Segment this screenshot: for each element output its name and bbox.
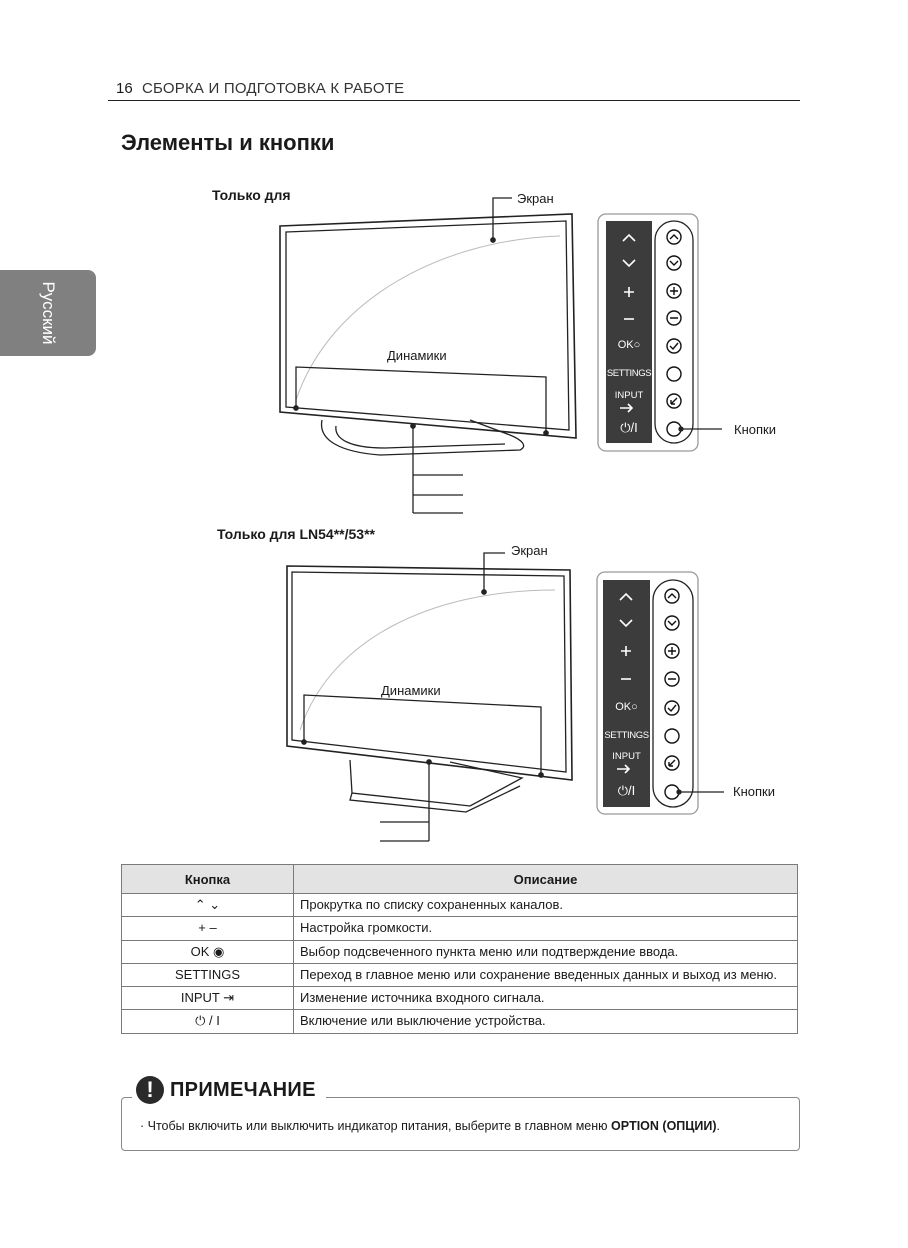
tv-diagrams [279, 197, 724, 842]
table-row: OK ◉ Выбор подсвеченного пункта меню или… [121, 939, 798, 964]
description-cell: Настройка громкости. [293, 916, 798, 941]
note-text-option: OPTION (ОПЦИИ) [611, 1119, 717, 1133]
panel2-input-label: INPUT [612, 751, 641, 762]
button-cell: ⏻ / I [121, 1009, 294, 1034]
page-title: Элементы и кнопки [121, 130, 335, 155]
panel1-glyphs [620, 233, 636, 413]
panel2-input-icon [617, 764, 631, 774]
col-description-header: Описание [293, 864, 798, 894]
table-row: + – Настройка громкости. [121, 916, 798, 941]
panel2-glyphs [617, 592, 633, 774]
diagram2-buttons-label: Кнопки [733, 784, 775, 799]
button-panel-2 [596, 571, 724, 815]
panel2-power-label: ⏻/I [617, 783, 636, 798]
exclamation-icon: ! [136, 1076, 164, 1104]
panel1-input-icon [620, 403, 634, 413]
header-divider [108, 100, 800, 101]
table-row: ⏻ / I Включение или выключение устройств… [121, 1009, 798, 1034]
table-row: INPUT ⇥ Изменение источника входного сиг… [121, 985, 798, 1011]
table-row: SETTINGS Переход в главное меню или сохр… [121, 962, 798, 988]
description-cell: Прокрутка по списку сохраненных каналов. [293, 892, 798, 918]
diagram2-caption: Только для LN54**/53** [217, 526, 375, 542]
note-header: ! ПРИМЕЧАНИЕ [132, 1076, 326, 1104]
description-cell: Выбор подсвеченного пункта меню или подт… [293, 939, 798, 964]
button-cell: OK ◉ [121, 939, 294, 964]
panel2-down-icon [619, 619, 633, 628]
note-box [121, 1097, 800, 1151]
diagram1-caption: Только для [212, 187, 291, 203]
panel2-ok-label: OK○ [615, 701, 638, 713]
language-tab: Русский [0, 270, 96, 356]
diagram2-screen-label: Экран [511, 543, 548, 558]
note-text-end: . [716, 1119, 721, 1133]
button-cell: ⌃ ⌄ [121, 892, 294, 918]
panel1-input-label: INPUT [614, 390, 644, 401]
diagram2-speakers-label: Динамики [381, 683, 441, 698]
panel2-up-icon [619, 592, 633, 601]
button-cell: SETTINGS [121, 962, 294, 988]
button-cell: + – [121, 916, 294, 941]
note-text: · Чтобы включить или выключить индикатор… [140, 1119, 720, 1133]
note-text-start: · Чтобы включить или выключить индикатор… [140, 1119, 612, 1133]
panel2-plus-icon [621, 646, 631, 656]
panel1-ok-label: OK○ [617, 339, 641, 351]
note-title: ПРИМЕЧАНИЕ [170, 1078, 316, 1101]
panel1-down-icon [622, 259, 636, 268]
col-button-header: Кнопка [121, 864, 294, 894]
panel1-power-label: ⏻/I [620, 420, 638, 435]
panel1-settings-label: SETTINGS [606, 368, 652, 379]
table-row: ⌃ ⌄ Прокрутка по списку сохраненных кана… [121, 892, 798, 918]
section-title: СБОРКА И ПОДГОТОВКА К РАБОТЕ [142, 80, 405, 97]
page-number: 16 [116, 80, 133, 97]
description-cell: Изменение источника входного сигнала. [293, 985, 798, 1011]
button-cell: INPUT ⇥ [121, 985, 294, 1011]
panel1-up-icon [622, 233, 636, 242]
tv1-illustration [279, 197, 577, 514]
buttons-table: Кнопка Описание ⌃ ⌄ Прокрутка по списку … [121, 864, 798, 1034]
diagram1-screen-label: Экран [517, 191, 554, 206]
tv2-illustration [286, 552, 573, 842]
panel2-settings-label: SETTINGS [604, 730, 649, 741]
description-cell: Включение или выключение устройства. [293, 1009, 798, 1034]
description-cell: Переход в главное меню или сохранение вв… [293, 962, 798, 988]
panel1-plus-icon [624, 287, 634, 297]
diagram1-speakers-label: Динамики [387, 348, 447, 363]
button-panel-1 [597, 213, 722, 452]
diagram1-buttons-label: Кнопки [734, 422, 776, 437]
